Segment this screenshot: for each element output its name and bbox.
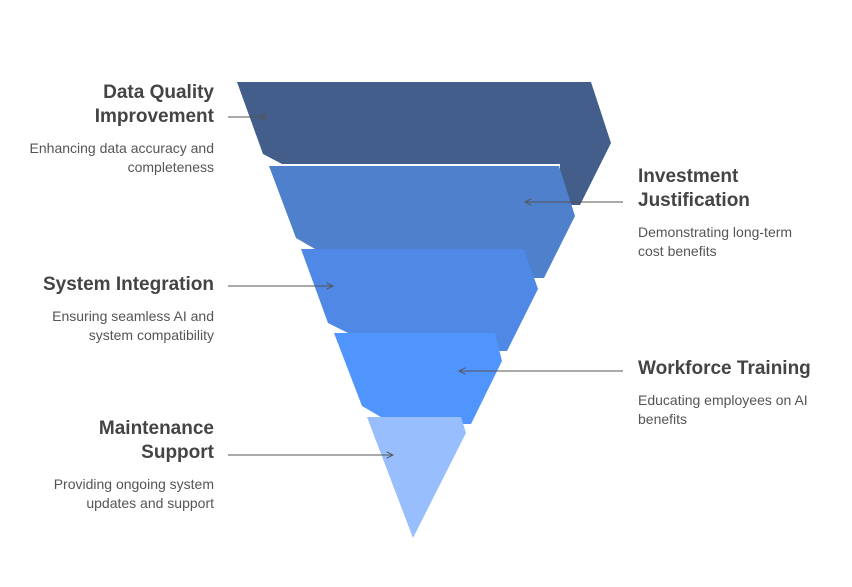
stage-title: Workforce Training <box>638 358 811 379</box>
stage-title: Data Quality Improvement <box>94 82 214 127</box>
funnel-stage-3 <box>301 249 538 351</box>
stage-label-data-quality: Data Quality Improvement Enhancing data … <box>14 81 214 177</box>
stage-label-system-integration: System Integration Ensuring seamless AI … <box>14 273 214 345</box>
stage-description: Demonstrating long-term cost benefits <box>638 224 793 259</box>
stage-title: Investment Justification <box>638 166 750 211</box>
stage-label-workforce: Workforce Training Educating employees o… <box>638 357 838 429</box>
stage-description: Ensuring seamless AI and system compatib… <box>52 308 214 343</box>
stage-label-maintenance: Maintenance Support Providing ongoing sy… <box>14 417 214 513</box>
funnel-stage-5 <box>367 417 466 538</box>
stage-label-investment: Investment Justification Demonstrating l… <box>638 165 838 261</box>
funnel-stage-2 <box>269 166 575 278</box>
stage-description: Providing ongoing system updates and sup… <box>53 476 214 511</box>
stage-title: Maintenance Support <box>98 418 214 463</box>
stage-title: System Integration <box>42 274 214 295</box>
stage-description: Educating employees on AI benefits <box>638 392 808 427</box>
funnel-stage-1 <box>237 82 611 205</box>
funnel-stage-4 <box>334 333 502 424</box>
stage-description: Enhancing data accuracy and completeness <box>29 140 214 175</box>
